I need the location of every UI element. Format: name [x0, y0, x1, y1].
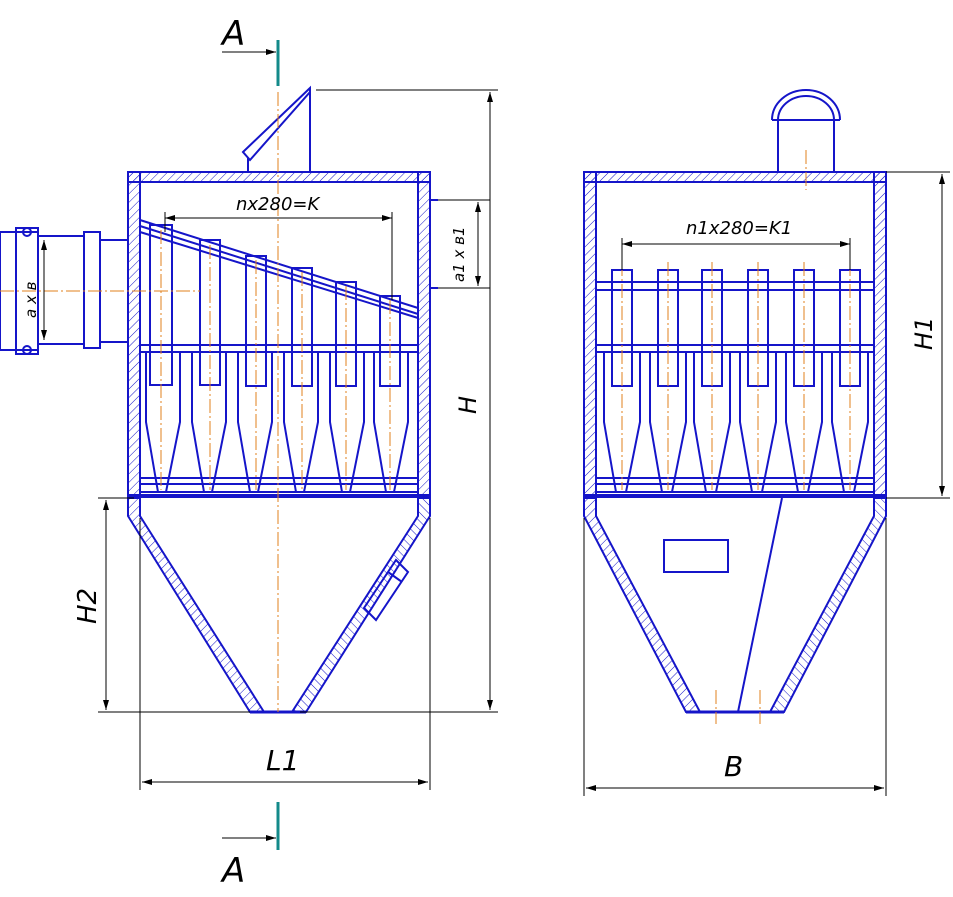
right-wall — [417, 171, 431, 499]
hopper-front — [127, 497, 431, 714]
cyclone-row-front — [140, 224, 418, 493]
section-label-top: A — [220, 14, 245, 54]
cyclone-3 — [237, 255, 273, 493]
outlet-duct — [241, 85, 311, 172]
dim-pitch-label: nx280=K — [236, 194, 320, 215]
front-view: nx280=K a x в a1 x в1 H H2 — [0, 85, 498, 790]
side-body-hopper-joint — [584, 494, 886, 498]
dim-inlet: a x в — [22, 240, 47, 340]
section-mark-bottom: A — [220, 802, 280, 891]
dim-pitch-side: n1x280=K1 — [621, 218, 851, 270]
side-left-wall — [583, 171, 597, 499]
left-wall — [127, 171, 141, 499]
section-label-bottom: A — [220, 851, 245, 891]
outlet-pipe-side — [771, 89, 841, 172]
cyclone-1 — [145, 224, 181, 493]
manifold-plate — [139, 219, 419, 319]
dim-length-label: L1 — [266, 744, 299, 777]
dim-outlet: a1 x в1 — [438, 199, 490, 289]
section-mark-top: A — [220, 14, 280, 86]
hopper-side — [583, 497, 887, 714]
dim-height-front: H — [300, 89, 498, 713]
cyclone-axes-front — [160, 230, 391, 490]
dim-outlet-label: a1 x в1 — [450, 226, 468, 282]
dim-pitch-front: nx280=K — [164, 194, 393, 300]
body-hopper-joint — [128, 494, 430, 498]
cyclone-4 — [283, 267, 319, 493]
cyclone-axes-side — [621, 262, 851, 724]
side-hatch — [663, 539, 729, 573]
dim-hopper: H2 — [73, 497, 250, 713]
side-roof-wall — [583, 171, 887, 183]
inlet-pipe — [0, 227, 129, 355]
dim-inlet-label: a x в — [22, 281, 40, 318]
side-view: n1x280=K1 H1 B — [583, 89, 950, 796]
side-outlet — [430, 199, 438, 289]
inspection-hatch — [362, 558, 410, 622]
dim-pitch-side-label: n1x280=K1 — [686, 218, 792, 239]
roof-wall — [127, 171, 431, 183]
dim-height-side: H1 — [886, 171, 950, 499]
cyclone-row-side — [596, 269, 874, 493]
hopper-seam — [737, 497, 783, 713]
dim-height-label: H — [454, 396, 482, 414]
dim-width-side-label: B — [724, 750, 743, 783]
side-right-wall — [873, 171, 887, 499]
dim-length-front: L1 — [139, 518, 431, 790]
dim-height-side-label: H1 — [910, 317, 938, 350]
dim-hopper-label: H2 — [73, 588, 103, 624]
cyclone-5 — [329, 281, 365, 493]
cyclone-6 — [373, 295, 409, 493]
cyclone-2 — [191, 239, 227, 493]
dim-width-side: B — [583, 518, 887, 796]
